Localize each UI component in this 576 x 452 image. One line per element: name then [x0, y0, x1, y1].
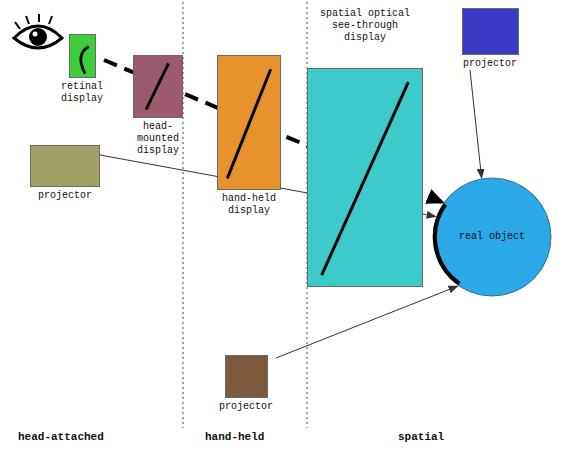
retinal-display: retinal display [60, 34, 104, 105]
head-mounted-display: head-mounted display [130, 55, 186, 157]
projector-box: projector [458, 8, 522, 70]
projected-overlay [435, 204, 459, 283]
node-label: head-mounted display [130, 121, 186, 157]
display-optics [226, 356, 267, 397]
projector-box-shape [225, 355, 268, 398]
eye-icon [14, 14, 62, 48]
projection-arrow [470, 70, 482, 178]
node-label: hand-held display [214, 193, 284, 217]
node-label: real object [457, 231, 527, 243]
projector-box-shape [462, 8, 519, 55]
display-optics [31, 146, 99, 186]
display-optics [463, 9, 518, 54]
projector-box-shape [30, 145, 100, 187]
retinal-display-shape [69, 34, 96, 78]
hand-held-display-shape [217, 55, 281, 190]
zone-label: hand-held [205, 431, 264, 443]
projector-box: projector [30, 145, 100, 202]
display-optics [134, 56, 182, 117]
projection-arrow [276, 286, 458, 358]
projector-box: projector [216, 355, 276, 413]
spatial-display: spatial optical see-through display [305, 8, 425, 287]
spatial-display-shape [307, 68, 423, 287]
display-optics [70, 35, 95, 77]
head-mounted-display-shape [133, 55, 183, 118]
zone-label: head-attached [18, 431, 104, 443]
zone-label: spatial [398, 431, 444, 443]
real-object: real object [432, 177, 552, 297]
node-label: retinal display [60, 81, 104, 105]
hand-held-display: hand-held display [214, 55, 284, 217]
node-label: projector [458, 58, 522, 70]
node-label: projector [216, 401, 276, 413]
display-optics [308, 69, 422, 286]
display-optics [218, 56, 280, 189]
node-label: spatial optical see-through display [315, 8, 415, 44]
node-label: projector [30, 190, 100, 202]
